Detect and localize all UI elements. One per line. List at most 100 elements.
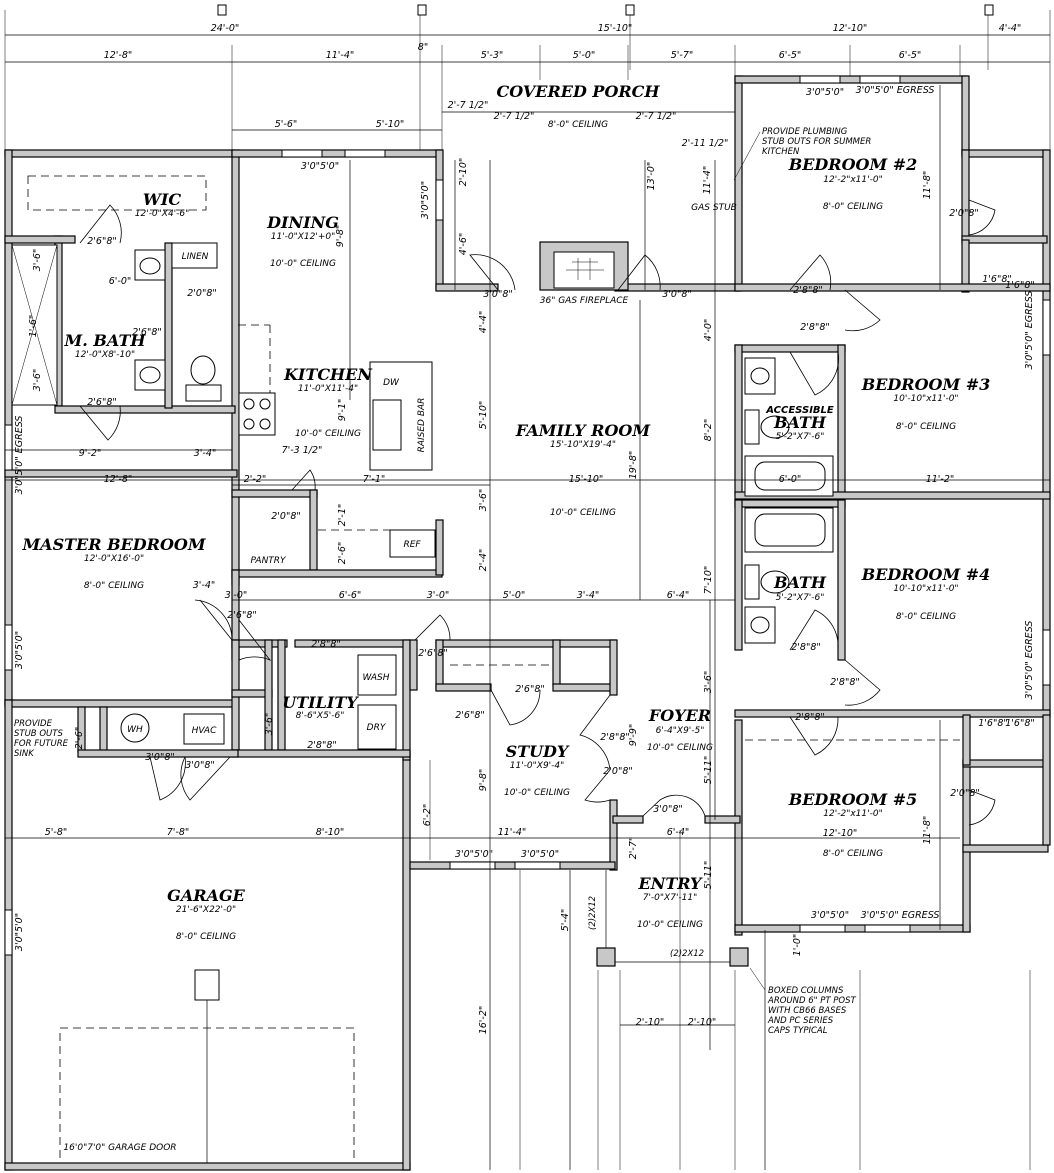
dim-label: 3'-0" [225,590,248,601]
dim-label: 9'-1" [337,399,348,422]
dim-label: 2'-10" [458,158,469,187]
dim-label: 8'-2" [703,419,714,442]
door-label: 2'8"8" [793,285,822,296]
room-ceiling-dining: 10'-0" CEILING [270,259,336,269]
dim-label: 5'-3" [481,50,504,61]
dim-label: 11'-2" [926,474,955,485]
dim-label: 11'-4" [326,50,355,61]
dim-label: 2'-6" [337,542,348,565]
door-label: 2'0"8" [271,511,300,522]
door-label: 2'8"8" [800,322,829,333]
columns-note-line: BOXED COLUMNS [768,986,844,996]
door-label: 3'0"8" [653,804,682,815]
dim-label: 9'-2" [79,448,102,459]
door-label: 2'0"8" [603,766,632,777]
dim-label: 7'-1" [363,474,386,485]
room-size-foyer: 6'-4"X9'-5" [656,726,705,736]
dishwasher-label: DW [383,378,400,388]
dim-label: 6'-5" [899,50,922,61]
door-label: 2'6"8" [227,610,256,621]
room-name-bath: BATH [773,573,827,592]
range [238,392,276,436]
window-label: 3'0"5'0" [420,181,431,219]
dim-label: 24'-0" [211,23,240,34]
dim-label: 12'-10" [823,828,858,839]
room-name-study: STUDY [506,742,570,761]
room-name-bedroom3: BEDROOM #3 [861,375,991,394]
room-name-utility: UTILITY [282,693,359,712]
window-label: 3'0"5'0" EGRESS [861,910,940,921]
washer-label: WASH [362,673,389,683]
gas-stub-label: GAS STUB [691,203,737,213]
dim-label: 2'-7" [628,837,639,860]
door-label: 2'8"8" [311,639,340,650]
door-label: 3'0"8" [483,289,512,300]
washer [357,654,397,696]
dim-label: 11'-4" [498,827,527,838]
dim-label: 4'-6" [458,233,469,256]
window-label: 3'0"5'0" [521,849,559,860]
room-ceiling-bedroom5: 8'-0" CEILING [823,849,883,859]
window-label: 3'0"5'0" EGRESS [856,85,935,96]
room-name-kitchen: KITCHEN [283,365,373,384]
room-name-foyer: FOYER [648,706,711,725]
room-ceiling-bedroom4: 8'-0" CEILING [896,612,956,622]
dim-label: 3'-6" [32,369,43,392]
room-name-master-bath: M. BATH [64,331,147,350]
dim-label: 6'-5" [779,50,802,61]
door-label: 2'8"8" [791,642,820,653]
refrigerator [389,529,436,558]
dim-label: 12'-10" [833,23,868,34]
dim-label: 3'-6" [32,249,43,272]
window-label: 3'0"5'0" [811,910,849,921]
kitchen-sink [372,399,402,451]
hvac-label: HVAC [192,726,217,736]
raised-bar-label: RAISED BAR [417,398,427,453]
dim-label: 3'-4" [577,590,600,601]
dim-label: 7'-8" [167,827,190,838]
room-ceiling-kitchen: 10'-0" CEILING [295,429,361,439]
door-label: 1'6"8" [978,718,1007,729]
dim-label: 9'-8" [478,769,489,792]
door-label: 1'6"8" [1005,718,1034,729]
window-label: 3'0"5'0" EGRESS [1024,291,1035,370]
room-size-family-room: 15'-10"X19'-4" [550,440,616,450]
dim-label: 8'-10" [316,827,345,838]
room-ceiling-covered-porch: 8'-0" CEILING [548,120,608,130]
room-size-bedroom3: 10'-10"x11'-0" [893,394,958,404]
dim-label: 5'-11" [703,756,714,785]
columns-note-line: CAPS TYPICAL [768,1026,828,1036]
room-name-bedroom4: BEDROOM #4 [861,565,991,584]
dim-label: 3'-6" [478,489,489,512]
room-ceiling-master-bedroom: 8'-0" CEILING [84,581,144,591]
dim-label: 5'-7" [671,50,694,61]
room-name-master-bedroom: MASTER BEDROOM [21,535,206,554]
dim-label: 3'-0" [427,590,450,601]
toilet [744,409,760,445]
beam-label: (2)2X12 [588,896,598,930]
annotation-notes: PROVIDE PLUMBING STUB OUTS FOR SUMMER KI… [14,127,871,1036]
room-size-master-bath: 12'-0"X8'-10" [75,350,135,360]
dim-label: 6'-0" [109,276,132,287]
room-size-bedroom5: 12'-2"x11'-0" [823,809,882,819]
window-label: 3'0"5'0" [455,849,493,860]
room-labels: COVERED PORCH 8'-0" CEILING WIC 12'-0"X4… [21,82,990,942]
window-label: 3'0"5'0" [14,913,25,951]
dim-label: 2'-7 1/2" [636,111,677,122]
ref-label: REF [403,540,421,550]
room-name-entry: ENTRY [638,874,704,893]
room-name-accessible-bath: BATH [773,413,827,432]
door-label: 2'6"8" [515,684,544,695]
door-label: 2'8"8" [600,732,629,743]
garage-door-opener [194,969,220,1001]
walls [4,75,1051,1171]
stub-note-line: SINK [14,749,35,759]
dim-label: 12'-8" [104,474,133,485]
dim-label: 7'-3 1/2" [282,445,323,456]
dim-label: 3'-4" [193,580,216,591]
room-ceiling-bedroom2: 8'-0" CEILING [823,202,883,212]
door-label: 3'0"8" [662,289,691,300]
room-size-utility: 8'-6"X5'-6" [296,711,345,721]
dim-label: 5'-8" [45,827,68,838]
room-name-garage: GARAGE [167,886,245,905]
